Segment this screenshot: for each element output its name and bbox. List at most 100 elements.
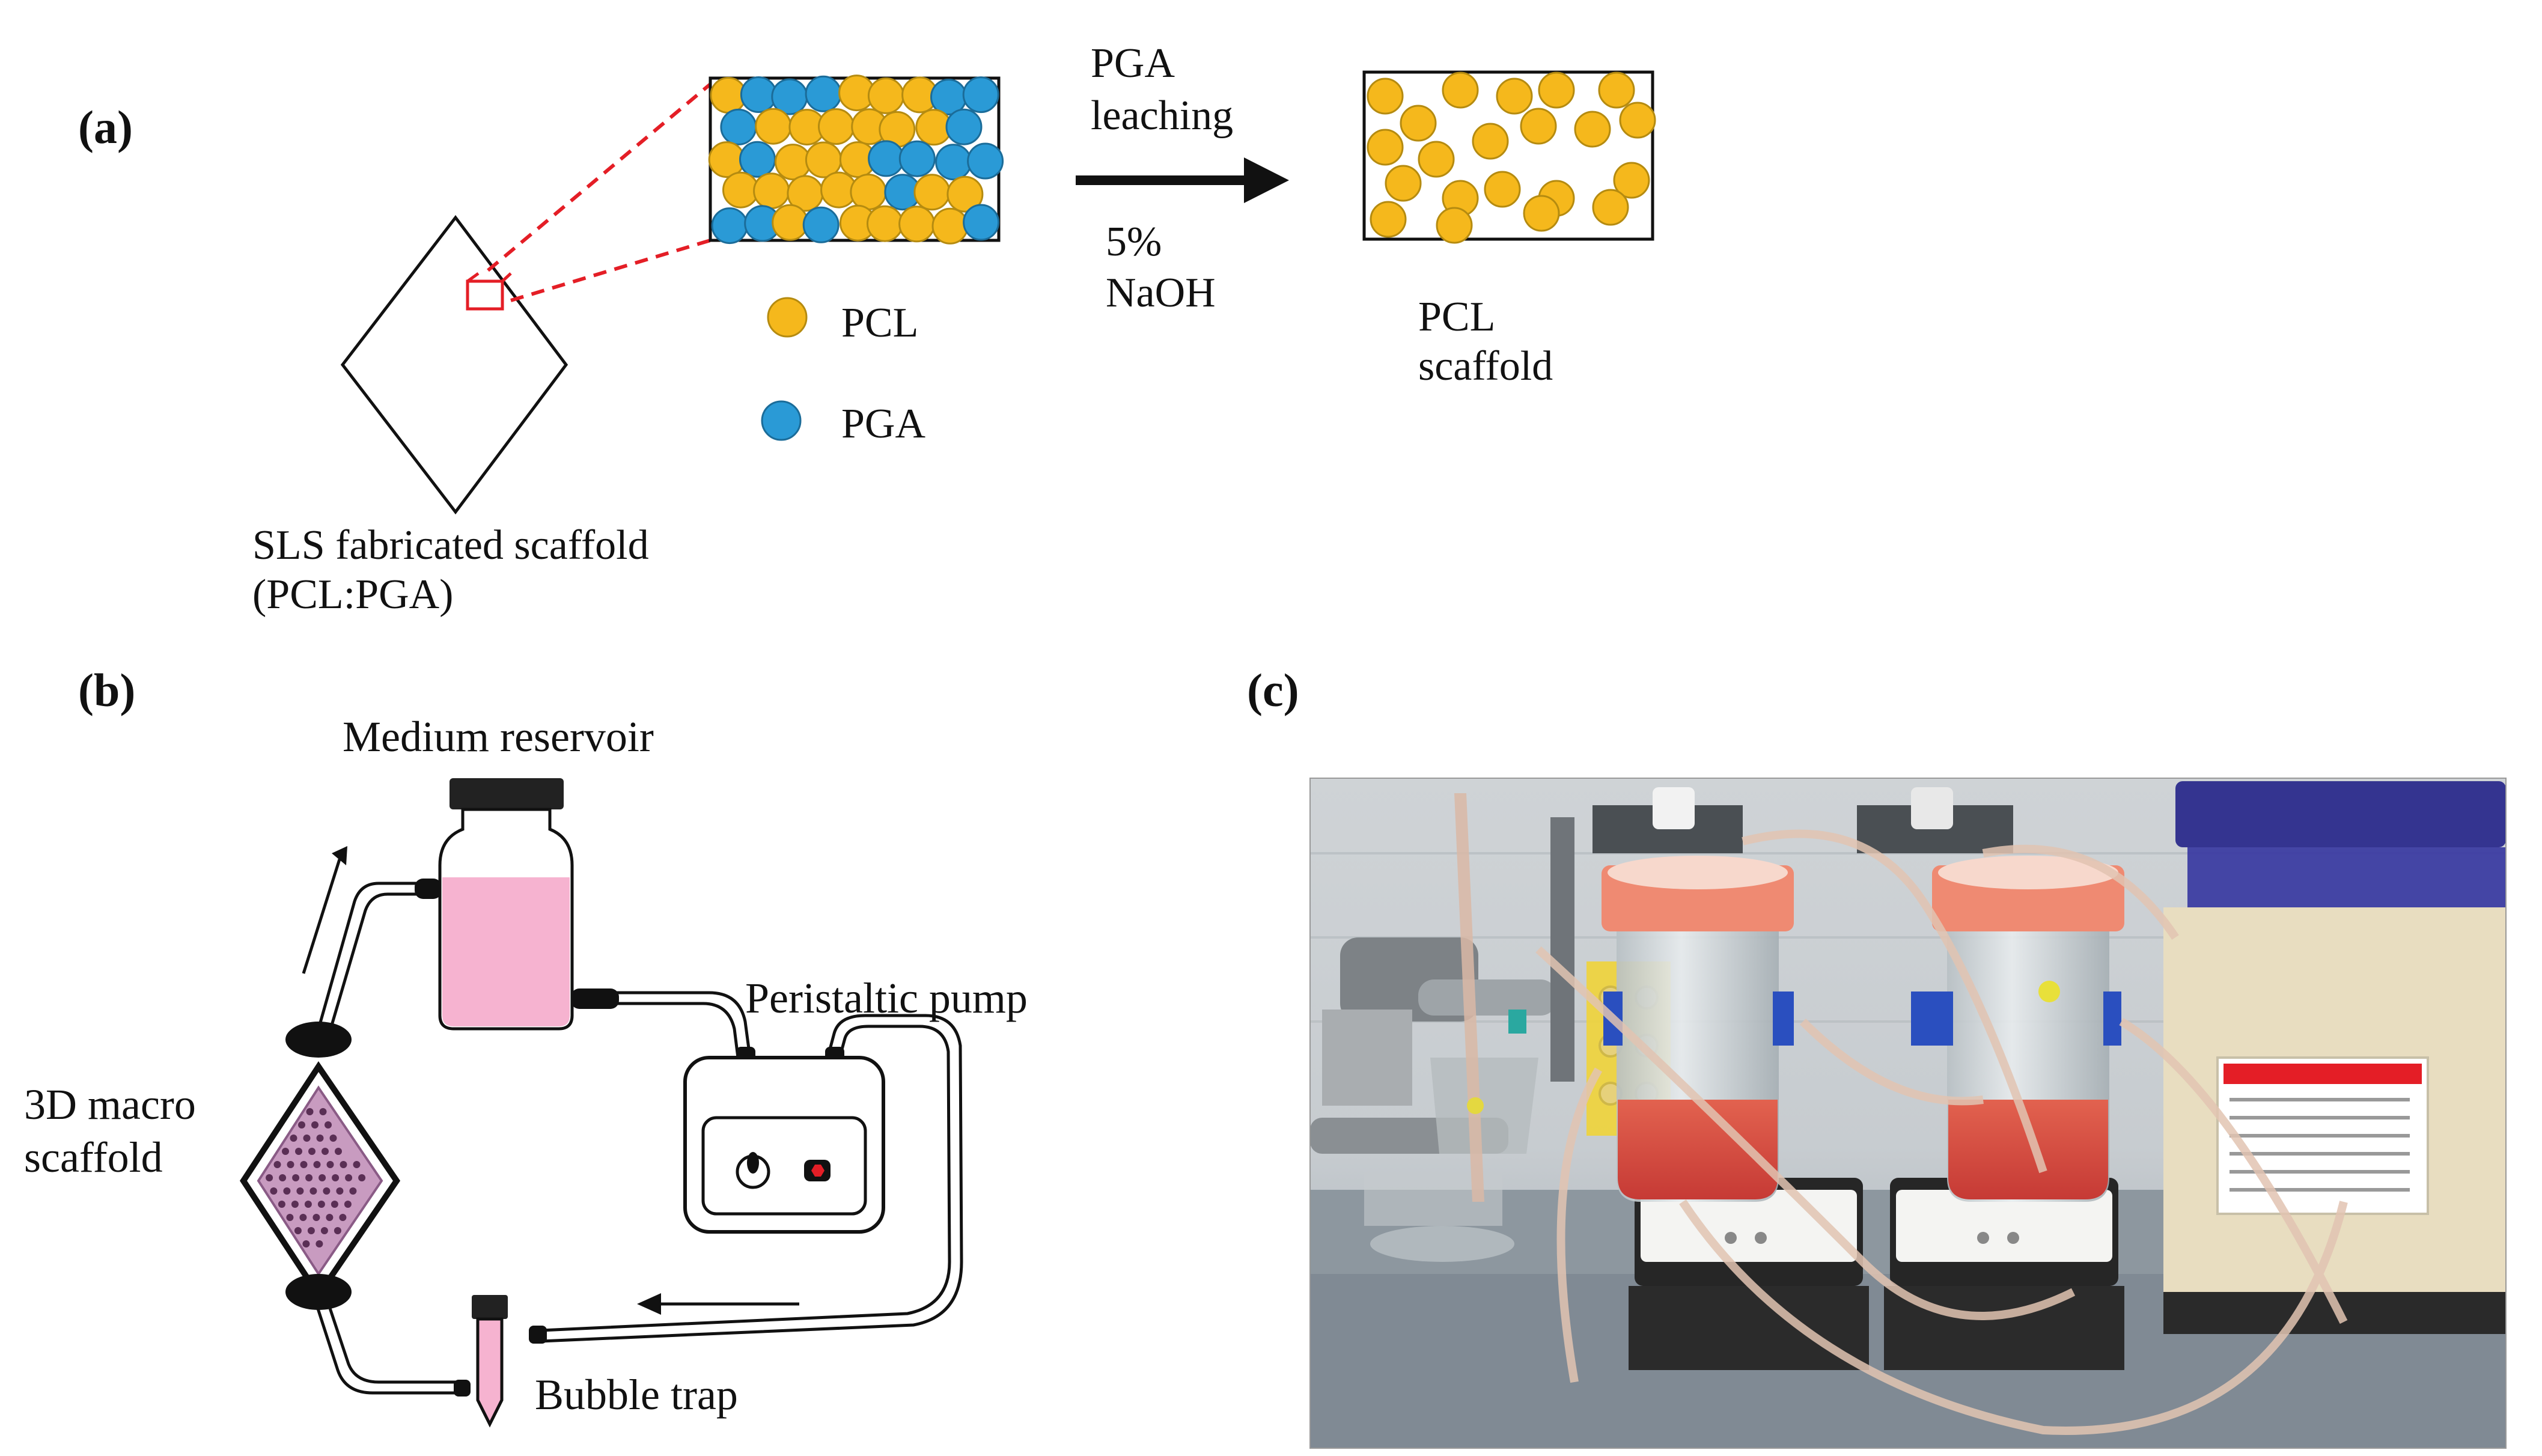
lattice-pore — [339, 1214, 347, 1221]
lattice-pore — [308, 1148, 315, 1155]
lattice-pore — [323, 1187, 331, 1195]
lattice-pore — [353, 1161, 361, 1168]
leaching-arrow-head — [1244, 157, 1289, 203]
panel-a: (a) PCL PGA PGA leaching 5% NaOH PCL sca… — [78, 40, 1656, 618]
lattice-pore — [295, 1148, 302, 1155]
lattice-pore — [286, 1214, 294, 1221]
lattice-pore — [283, 1187, 291, 1195]
lattice-pore — [329, 1135, 337, 1142]
photo-frame — [1309, 778, 2507, 1449]
pump-panel — [701, 1116, 867, 1216]
panel-a-label: (a) — [78, 101, 133, 153]
lattice-pore — [316, 1135, 324, 1142]
lattice-pore — [332, 1174, 340, 1181]
lattice-pore — [326, 1214, 334, 1221]
result-label-scaffold: scaffold — [1418, 343, 1553, 389]
arrow-label-naoh: NaOH — [1106, 270, 1216, 316]
pga-particle — [739, 141, 776, 178]
lattice-pore — [315, 1240, 323, 1247]
pcl-particle — [1370, 201, 1407, 238]
scaffold-bottom-connector — [285, 1274, 352, 1310]
legend-pga-label: PGA — [841, 401, 925, 447]
pga-particle — [963, 204, 1000, 241]
lattice-pore — [303, 1135, 311, 1142]
pcl-particle — [1436, 207, 1473, 244]
pcl-particle — [1538, 72, 1575, 109]
scaffold-lattice — [266, 1108, 366, 1247]
lattice-pore — [270, 1187, 278, 1195]
pcl-particle — [1598, 72, 1635, 109]
sls-scaffold-diamond — [340, 215, 568, 515]
panel-b-label: (b) — [78, 664, 135, 716]
lattice-pore — [306, 1108, 314, 1115]
pcl-particle — [1385, 165, 1422, 202]
pcl-particle — [772, 204, 809, 241]
lattice-pore — [317, 1201, 325, 1208]
pump-knob-pointer — [747, 1152, 759, 1174]
scaffold-label-line2: scaffold — [24, 1133, 163, 1181]
lattice-pore — [320, 1227, 328, 1234]
lattice-pore — [322, 1148, 329, 1155]
pga-particle — [711, 207, 748, 245]
bubble-trap-cap — [472, 1295, 508, 1319]
flow-arrow-left-head — [637, 1293, 661, 1315]
pcl-particle — [867, 77, 904, 114]
pcl-particle — [1472, 123, 1509, 160]
pcl-particle — [898, 206, 936, 243]
reservoir-medium — [442, 877, 570, 1026]
reservoir-cap — [450, 778, 564, 809]
pcl-particle — [755, 108, 792, 145]
reservoir-label: Medium reservoir — [343, 713, 654, 761]
lattice-pore — [294, 1227, 302, 1234]
lattice-pore — [287, 1161, 294, 1168]
lattice-pore — [313, 1161, 321, 1168]
lattice-pore — [273, 1161, 281, 1168]
pcl-particle — [850, 174, 887, 210]
tubing — [311, 882, 963, 1395]
legend-pcl-dot — [767, 297, 808, 338]
pga-particle — [945, 108, 983, 145]
lattice-pore — [296, 1187, 304, 1195]
lattice-pore — [312, 1214, 320, 1221]
pcl-particle — [946, 175, 984, 213]
lattice-pore — [292, 1174, 300, 1181]
pcl-particle — [1523, 195, 1560, 232]
pcl-particle — [722, 171, 759, 209]
zoom-box-edge — [466, 272, 480, 283]
lattice-pore — [319, 1108, 327, 1115]
pcl-particle — [1619, 102, 1656, 139]
bioreactor-bottle-2 — [1857, 787, 2124, 1202]
pcl-particle — [1496, 78, 1533, 115]
lattice-pore — [358, 1174, 366, 1181]
pga-particle — [802, 206, 840, 243]
lattice-pore — [302, 1240, 310, 1247]
pcl-particle — [931, 207, 969, 245]
pcl-particle — [753, 172, 790, 210]
lattice-pore — [307, 1227, 315, 1234]
lattice-pore — [290, 1135, 297, 1142]
lattice-pore — [335, 1148, 342, 1155]
composite-particles — [708, 75, 1004, 245]
pcl-particle — [1442, 72, 1479, 109]
pga-particle — [962, 76, 999, 114]
flow-arrow-up — [302, 859, 341, 974]
pcl-particle — [1574, 111, 1611, 148]
pga-particle — [898, 140, 936, 177]
pcl-particle — [1367, 129, 1404, 166]
photo-alt: photo-bioreactor-setup — [0, 0, 6, 1]
lattice-pore — [282, 1148, 289, 1155]
pcl-particle — [913, 174, 951, 211]
panel-c-label: (c) — [1247, 664, 1299, 716]
scaffold-label-line1: 3D macro — [24, 1080, 196, 1129]
lattice-pore — [311, 1121, 319, 1129]
pcl-particle — [867, 205, 903, 242]
lattice-pore — [349, 1187, 357, 1195]
pcl-particle — [1400, 105, 1437, 142]
zoom-line-bottom — [510, 239, 711, 302]
scaffold-caption-line1: SLS fabricated scaffold — [252, 522, 649, 568]
lattice-pore — [336, 1187, 344, 1195]
legend-pga-dot — [761, 400, 802, 441]
arrow-label-leaching: leaching — [1091, 93, 1233, 139]
lattice-pore — [325, 1121, 332, 1129]
